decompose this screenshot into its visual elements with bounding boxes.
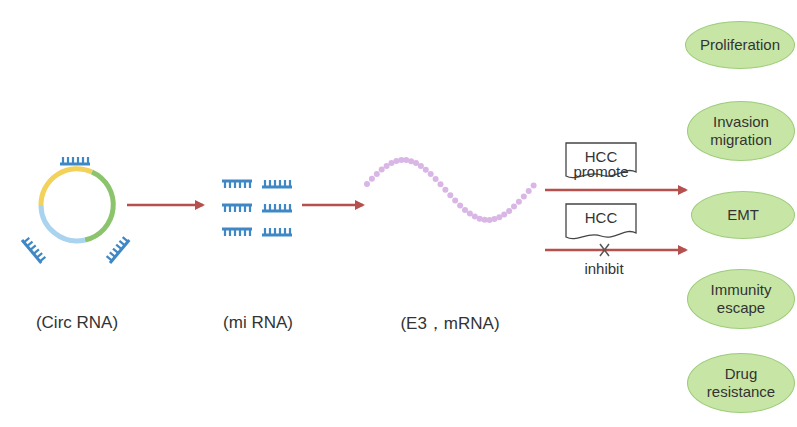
inhibit-arrow <box>545 249 686 252</box>
mrna-strand <box>364 157 537 223</box>
arrow-label: promote <box>573 163 628 180</box>
node-text: HCC <box>585 148 618 165</box>
molecule-label: (Circ RNA) <box>36 313 118 333</box>
node-text: Drug resistance <box>700 365 782 401</box>
molecule-label: (mi RNA) <box>223 313 293 333</box>
node-text: Invasion migration <box>700 113 782 149</box>
mirna-fragments <box>222 180 292 236</box>
circrna-ring <box>22 157 129 263</box>
flow-arrow <box>302 204 363 207</box>
node-text: EMT <box>727 206 759 224</box>
node-text: HCC <box>585 209 618 226</box>
outcome-ellipse: Drug resistance <box>687 353 795 413</box>
outcome-ellipse: Proliferation <box>685 21 795 69</box>
molecule-label: (E3，mRNA) <box>400 312 499 335</box>
document-shape: HCC <box>565 203 637 241</box>
outcome-ellipse: Invasion migration <box>687 101 795 161</box>
node-text: Proliferation <box>700 36 780 54</box>
node-text: Immunity escape <box>700 281 782 317</box>
cross-mark <box>600 244 609 256</box>
outcome-ellipse: Immunity escape <box>687 269 795 329</box>
flow-arrow <box>127 204 203 207</box>
promote-arrow <box>545 189 686 192</box>
arrow-label: inhibit <box>584 260 623 277</box>
outcome-ellipse: EMT <box>691 191 795 239</box>
